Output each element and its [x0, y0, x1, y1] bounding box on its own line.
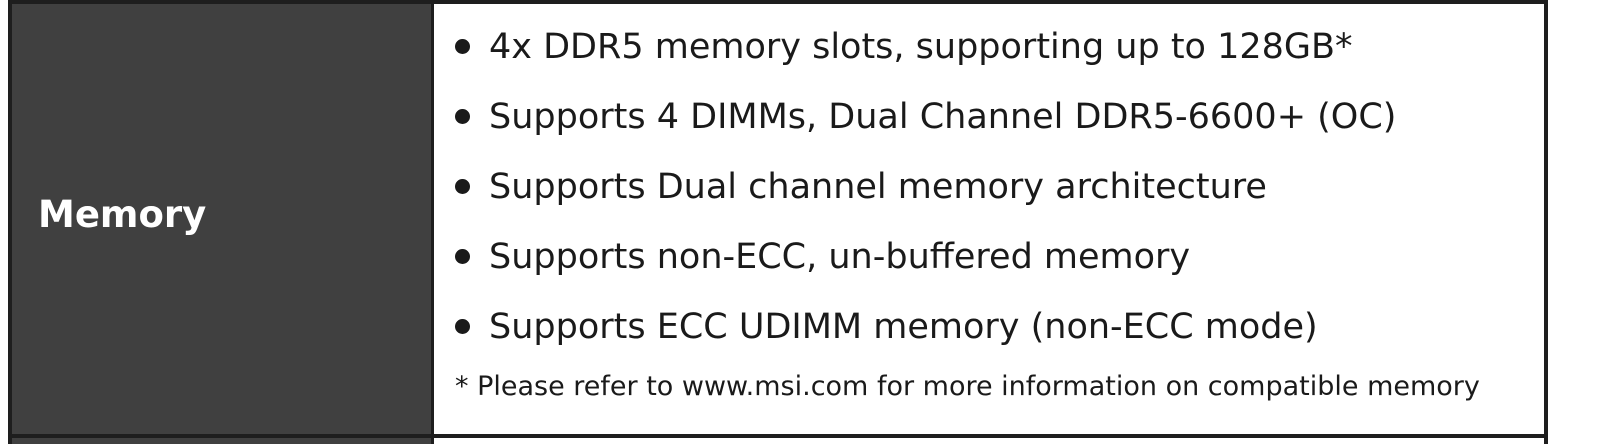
- list-item: Supports Dual channel memory architectur…: [455, 162, 1396, 232]
- list-item-text: 4x DDR5 memory slots, supporting up to 1…: [489, 27, 1353, 67]
- list-item-text: Supports Dual channel memory architectur…: [489, 167, 1267, 207]
- row-label-cell: [8, 0, 434, 444]
- bullet-icon: [455, 249, 470, 264]
- bullet-icon: [455, 109, 470, 124]
- list-item: 4x DDR5 memory slots, supporting up to 1…: [455, 22, 1396, 92]
- list-item: Supports 4 DIMMs, Dual Channel DDR5-6600…: [455, 92, 1396, 162]
- table-right-border: [1544, 0, 1548, 444]
- row-value-cell: [434, 4, 1593, 434]
- table-left-border: [8, 0, 12, 444]
- bullet-icon: [455, 39, 470, 54]
- footnote: * Please refer to www.msi.com for more i…: [455, 371, 1480, 402]
- bullet-icon: [455, 319, 470, 334]
- page-margin: [1548, 0, 1605, 444]
- table-bottom-border: [8, 434, 1597, 438]
- row-label: Memory: [38, 193, 207, 236]
- list-item: Supports ECC UDIMM memory (non-ECC mode): [455, 302, 1396, 372]
- list-item-text: Supports ECC UDIMM memory (non-ECC mode): [489, 307, 1318, 347]
- bullet-icon: [455, 179, 470, 194]
- list-item-text: Supports non-ECC, un-buffered memory: [489, 237, 1191, 277]
- list-item-text: Supports 4 DIMMs, Dual Channel DDR5-6600…: [489, 97, 1397, 137]
- memory-feature-list: 4x DDR5 memory slots, supporting up to 1…: [455, 22, 1396, 372]
- table-top-border: [8, 0, 1597, 4]
- list-item: Supports non-ECC, un-buffered memory: [455, 232, 1396, 302]
